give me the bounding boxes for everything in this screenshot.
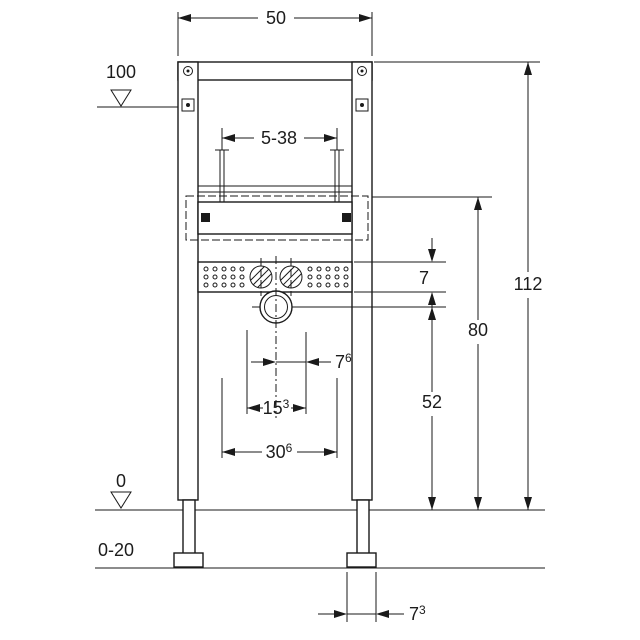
dim-label-15-3: 153 xyxy=(263,397,290,418)
crossbar-screw-hole-left xyxy=(183,66,193,76)
dim-label-80: 80 xyxy=(468,320,488,340)
rail-fixing-hole-left xyxy=(181,98,195,112)
support-rail-profile xyxy=(197,201,353,235)
left-rail xyxy=(177,61,199,501)
dim-label-52: 52 xyxy=(422,392,442,412)
rail-fixing-hole-right xyxy=(355,98,369,112)
dim-label-112: 112 xyxy=(514,274,543,294)
dim-label-0-20: 0-20 xyxy=(98,540,134,560)
legs xyxy=(173,499,377,568)
level-marker-0: 0 0-20 xyxy=(98,471,134,560)
mounting-plate-holes xyxy=(203,266,349,288)
water-supply-connection-right xyxy=(279,258,303,296)
left-foot-plate xyxy=(173,552,204,568)
dim-label-7: 7 xyxy=(419,268,429,288)
dimension-30-6: 306 xyxy=(221,378,338,462)
dimension-5-38: 5-38 xyxy=(221,128,338,150)
right-leg xyxy=(356,499,370,555)
mounting-plate xyxy=(197,258,353,296)
dimension-80: 80 xyxy=(372,196,492,510)
dimension-15-3: 153 xyxy=(246,330,306,418)
crossbar-screw-hole-right xyxy=(357,66,367,76)
dimension-7-6: 76 xyxy=(251,332,352,414)
fastening-rods xyxy=(215,149,344,202)
level-triangle-100 xyxy=(110,89,132,107)
right-foot-plate xyxy=(346,552,377,568)
dim-label-100: 100 xyxy=(106,62,136,82)
level-marker-100: 100 xyxy=(97,62,178,108)
dim-label-30-6: 306 xyxy=(266,441,293,462)
dimension-50: 50 xyxy=(177,8,373,56)
drain-connection xyxy=(252,256,446,418)
dimension-7: 7 xyxy=(354,238,446,316)
floor-lines xyxy=(95,509,545,569)
level-triangle-0 xyxy=(110,491,132,509)
dim-label-5-38: 5-38 xyxy=(261,128,297,148)
rail-slot-right xyxy=(342,213,351,222)
dim-label-7-6: 76 xyxy=(335,351,352,372)
support-rail xyxy=(185,185,369,241)
dim-label-50: 50 xyxy=(266,8,286,28)
water-supply-connection-left xyxy=(249,258,273,296)
dim-label-0: 0 xyxy=(116,471,126,491)
dimension-52: 52 xyxy=(422,307,442,510)
top-crossbar xyxy=(177,61,373,81)
right-rail xyxy=(351,61,373,501)
support-rail-adjust-range xyxy=(185,195,369,241)
rail-slot-left xyxy=(201,213,210,222)
dimension-112: 112 xyxy=(374,61,543,510)
dim-label-7-3: 73 xyxy=(409,603,426,624)
left-leg xyxy=(182,499,196,555)
frame xyxy=(177,61,373,501)
dimension-7-3: 73 xyxy=(318,572,426,624)
